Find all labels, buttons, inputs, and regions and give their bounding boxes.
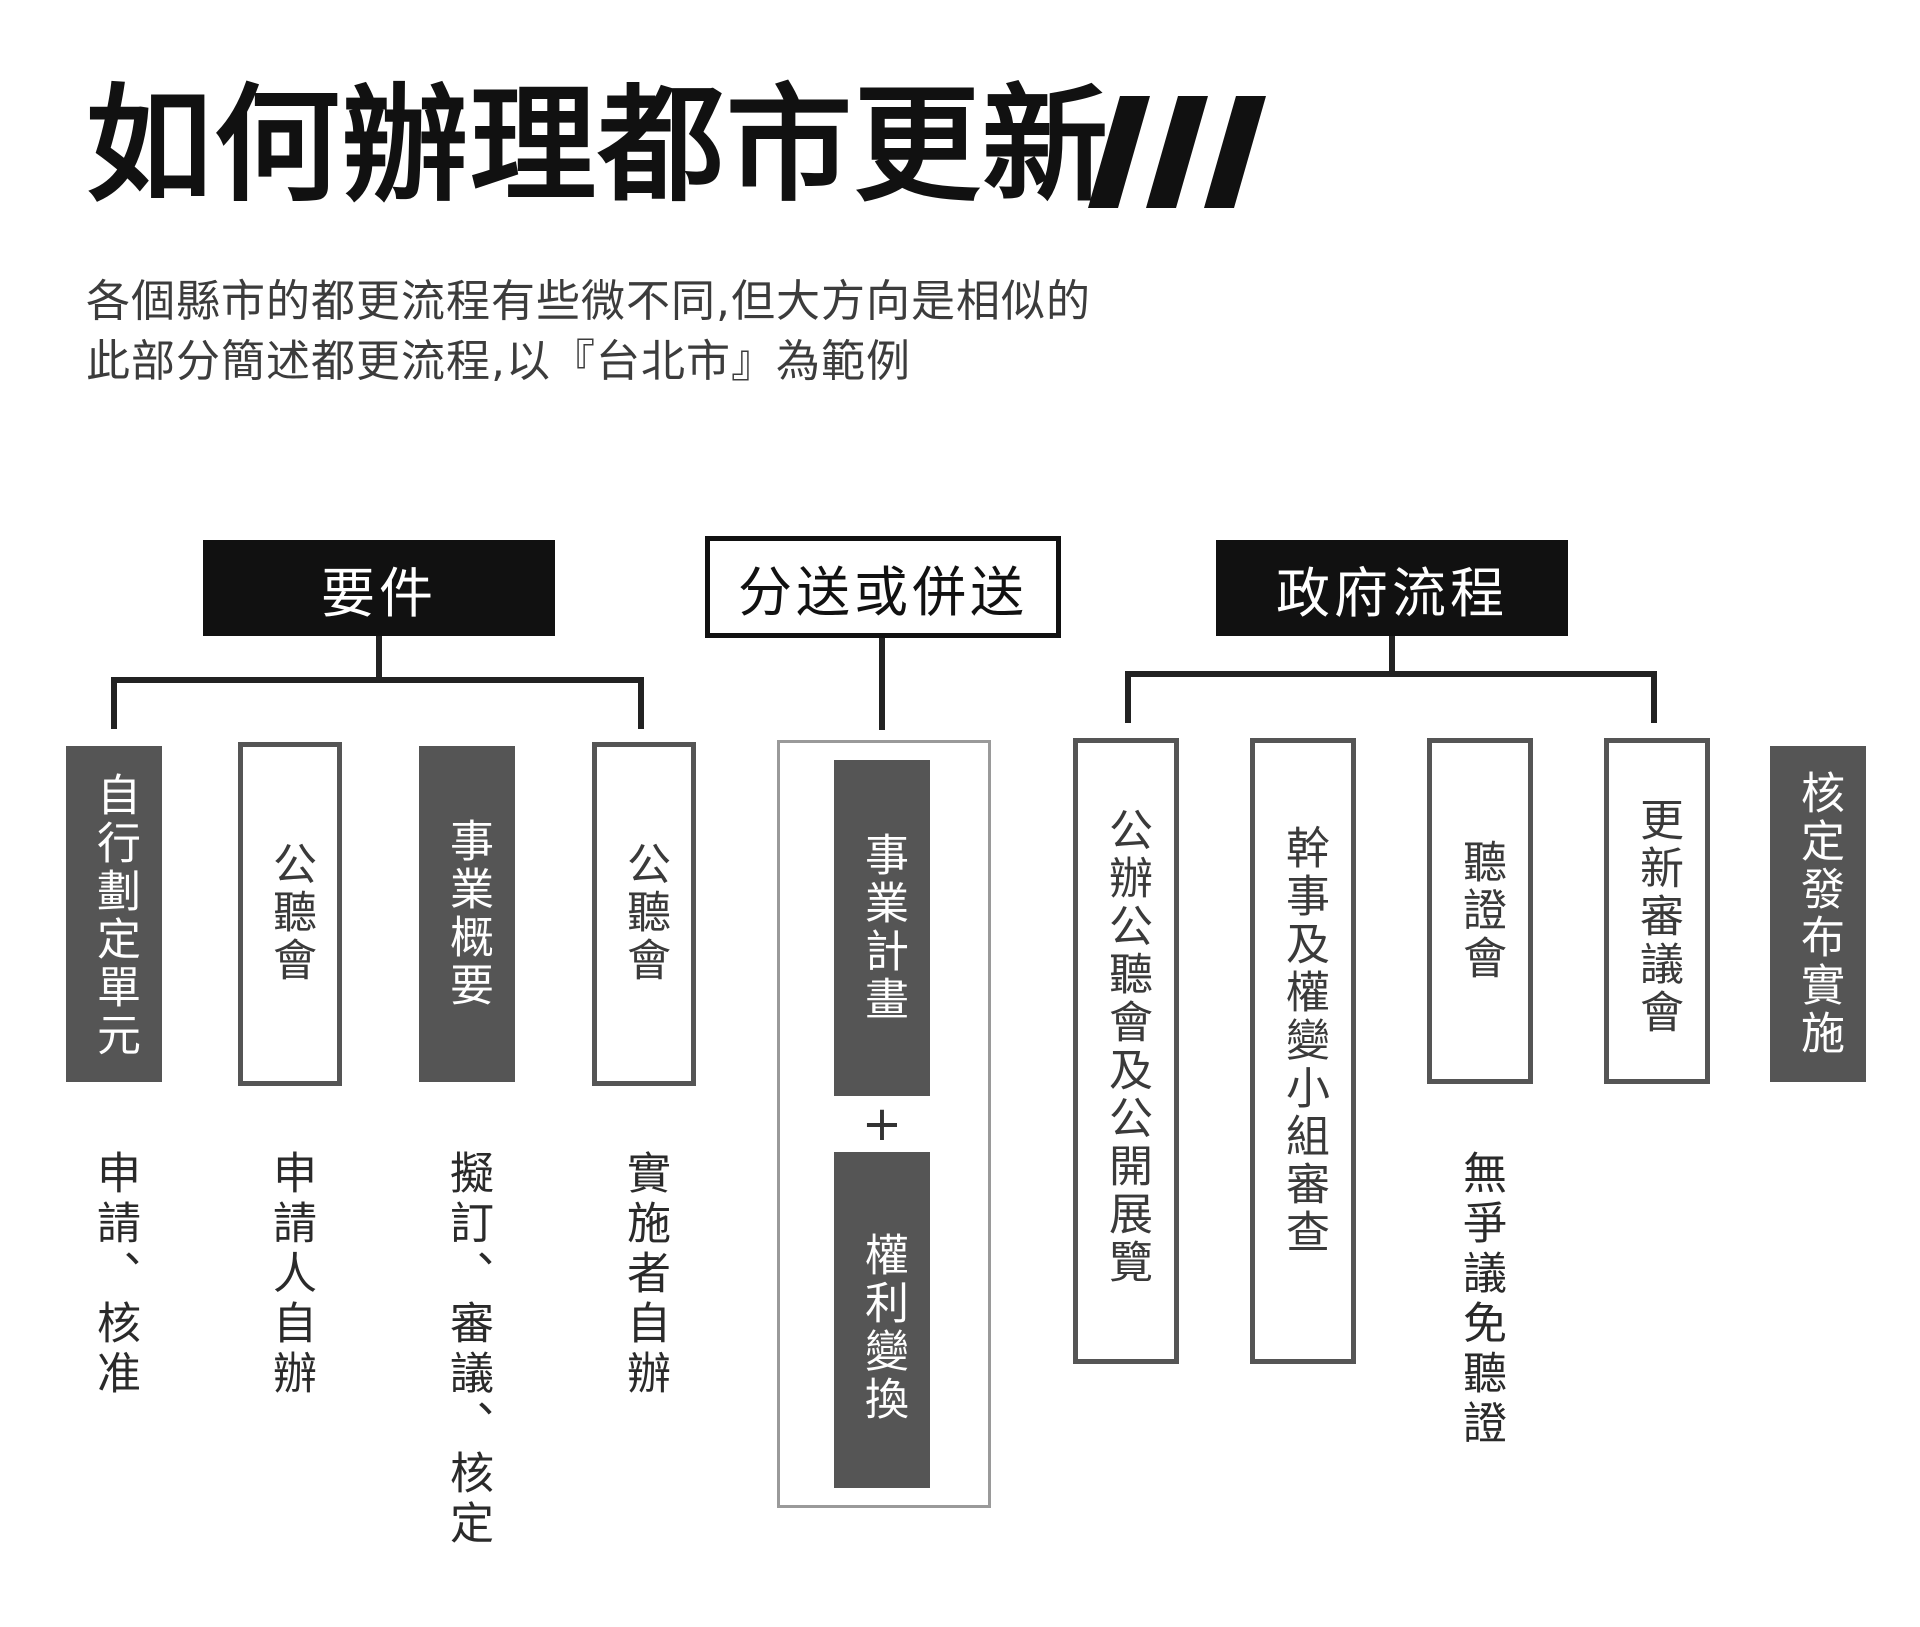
step-desc: 申請人自辦 <box>265 1150 316 1400</box>
step-box-committee-review: 幹事及權變小組審查 <box>1250 738 1356 1364</box>
connector-line <box>376 636 382 680</box>
step-box-business-plan: 事業計畫 <box>834 760 930 1096</box>
slash-stripes-decoration <box>1088 96 1266 208</box>
step-label: 更新審議會 <box>1632 797 1683 1037</box>
step-desc: 擬訂、審議、核定 <box>442 1150 493 1550</box>
step-label: 公聽會 <box>619 841 670 985</box>
step-label: 事業計畫 <box>857 832 908 1024</box>
header-submission: 分送或併送 <box>705 536 1061 638</box>
connector-line <box>879 638 885 730</box>
page-title: 如何辦理都市更新 <box>86 71 1110 219</box>
step-desc: 實施者自辦 <box>619 1150 670 1400</box>
step-label: 核定發布實施 <box>1793 770 1844 1058</box>
step-box-approval-implementation: 核定發布實施 <box>1770 746 1866 1082</box>
step-desc: 申請、核准 <box>89 1150 140 1400</box>
step-box-renewal-review-board: 更新審議會 <box>1604 738 1710 1084</box>
step-box-public-hearing-applicant: 公聽會 <box>238 742 342 1086</box>
connector-line <box>1389 636 1395 674</box>
step-label: 公聽會 <box>265 841 316 985</box>
step-label: 事業概要 <box>442 818 493 1010</box>
step-box-public-hearing-implementer: 公聽會 <box>592 742 696 1086</box>
connector-line <box>111 677 644 683</box>
subtitle-line-2: 此部分簡述都更流程,以『台北市』為範例 <box>86 336 911 387</box>
step-box-project-outline: 事業概要 <box>419 746 515 1082</box>
step-label: 聽證會 <box>1455 839 1506 983</box>
connector-line <box>1125 671 1657 677</box>
header-requirements: 要件 <box>203 540 555 636</box>
connector-line <box>1125 671 1131 723</box>
subtitle-line-1: 各個縣市的都更流程有些微不同,但大方向是相似的 <box>86 276 1091 327</box>
step-box-rights-transformation: 權利變換 <box>834 1152 930 1488</box>
step-label: 公辦公聽會及公開展覽 <box>1101 807 1152 1287</box>
step-label: 幹事及權變小組審查 <box>1278 825 1329 1257</box>
step-label: 自行劃定單元 <box>89 772 140 1060</box>
step-label: 權利變換 <box>857 1232 908 1424</box>
step-box-hearing: 聽證會 <box>1427 738 1533 1084</box>
header-government: 政府流程 <box>1216 540 1568 636</box>
connector-line <box>111 677 117 729</box>
connector-line <box>638 677 644 729</box>
connector-line <box>1651 671 1657 723</box>
step-desc: 無爭議免聽證 <box>1455 1150 1506 1450</box>
step-box-public-hearing-exhibition: 公辦公聽會及公開展覽 <box>1073 738 1179 1364</box>
step-box-designate-unit: 自行劃定單元 <box>66 746 162 1082</box>
